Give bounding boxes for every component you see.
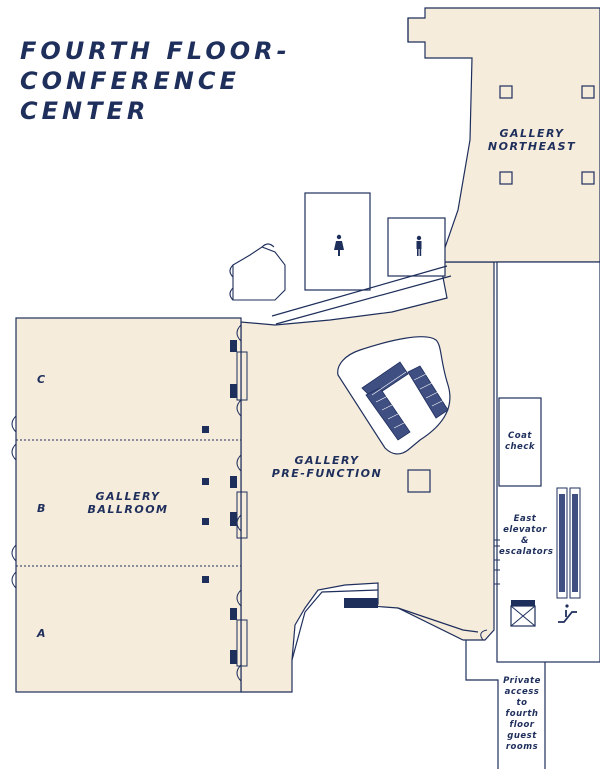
gallery-ballroom-label: GALLERY BALLROOM [87,490,169,516]
coat-check-room [498,397,542,487]
east-elevator-label: East elevator & escalators [499,514,554,557]
restroom-women-icon [334,234,344,256]
coat-check-label: Coat check [504,431,536,452]
ballroom-floor [15,317,242,693]
page-title: FOURTH FLOOR- CONFERENCE CENTER [20,36,291,126]
ballroom-pillars [202,340,237,664]
ballroom-section-a: A [37,627,46,640]
private-access-label: Private access to fourth floor guest roo… [503,676,541,752]
gallery-northeast-label: GALLERY NORTHEAST [487,127,577,153]
title-line-2: CONFERENCE [20,67,240,95]
gallery-prefunction-label: GALLERY PRE-FUNCTION [271,454,383,480]
ballroom-section-c: C [37,373,46,386]
central-staircase [337,336,451,455]
title-line-1: FOURTH FLOOR- [20,37,291,65]
ballroom-section-b: B [37,502,46,515]
title-line-3: CENTER [20,97,150,125]
restroom-men-icon [416,235,422,256]
escalator-icon [558,604,577,623]
elevator-icon [510,600,536,627]
escalator-bank [556,487,581,599]
